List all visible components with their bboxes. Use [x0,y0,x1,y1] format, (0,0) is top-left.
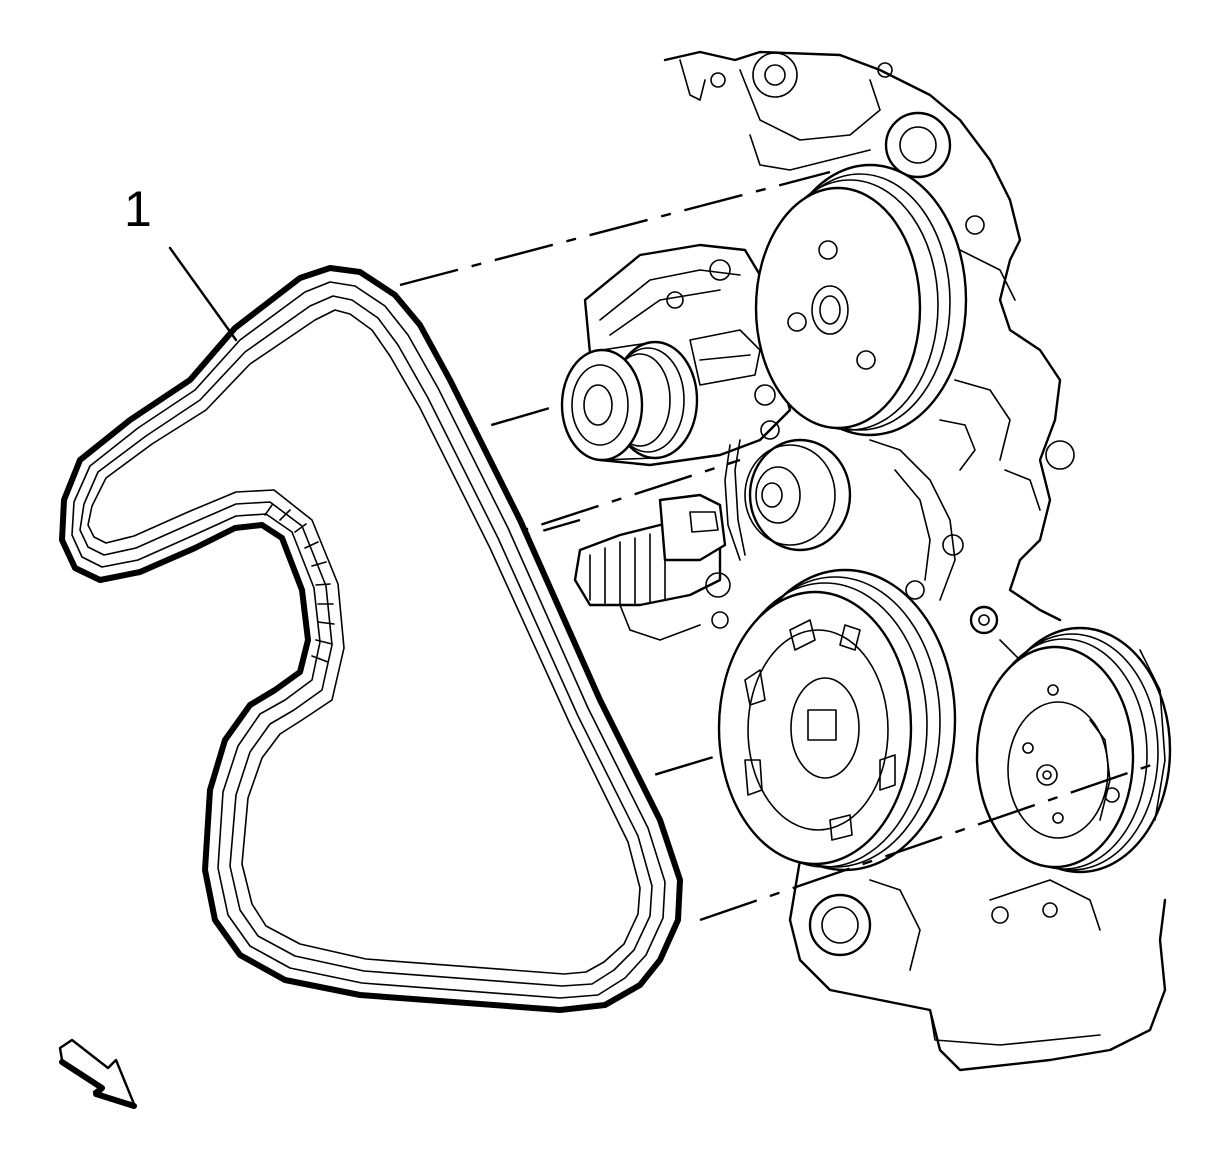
guide-line-upper-pulley [399,170,831,287]
water-pump-pulley [754,163,968,437]
callout-leader-line [168,246,238,342]
generator-pulley [560,243,792,467]
callout-label: 1 [124,181,152,237]
drive-belt [59,265,683,1013]
belt-tensioner [573,493,731,641]
callout-1: 1 [124,181,238,342]
guide-line-idler [354,458,741,587]
idler-pulley [724,438,852,561]
view-direction-arrow-icon [58,1038,137,1109]
guide-line-ac-compressor [699,760,1161,922]
ac-compressor-pulley [975,626,1172,874]
crankshaft-balancer-pulley [717,568,957,872]
